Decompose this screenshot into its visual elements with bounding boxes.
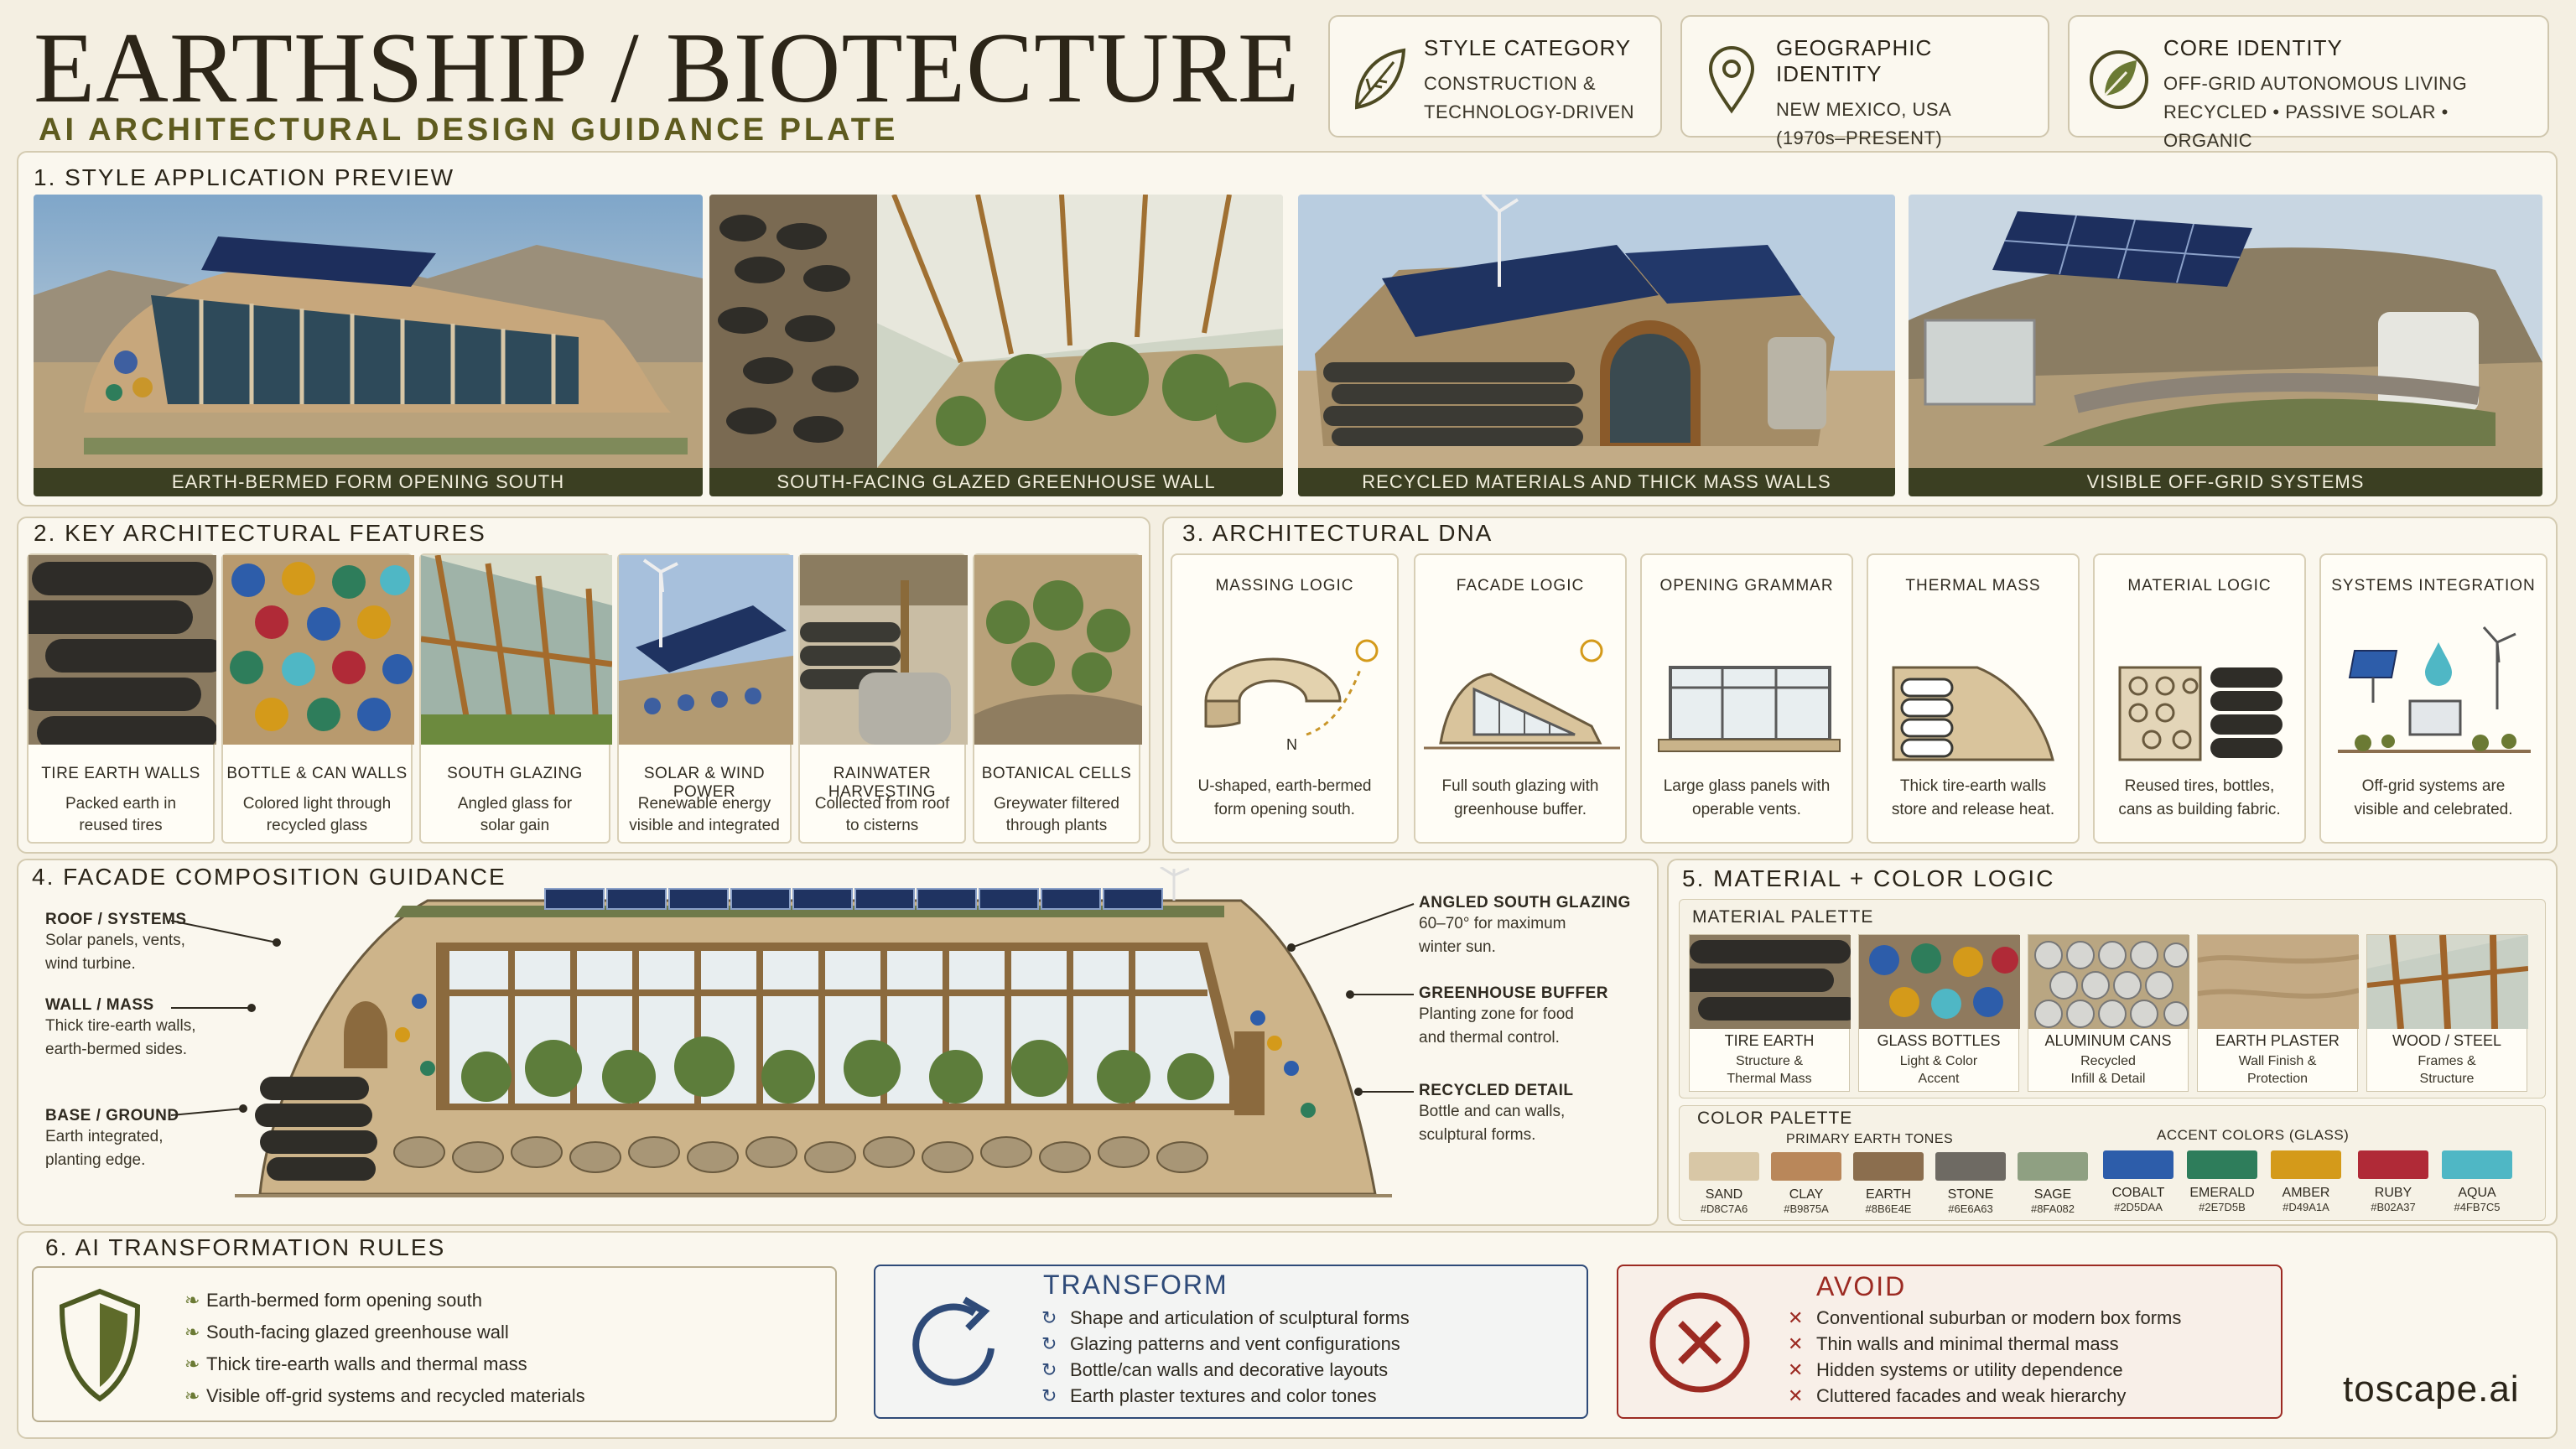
annotation-greenhouse-buffer: GREENHOUSE BUFFER Planting zone for food… bbox=[1419, 984, 1608, 1046]
avoid-rule: ✕Cluttered facades and weak hierarchy bbox=[1788, 1385, 2127, 1406]
accent-colors-title: ACCENT COLORS (GLASS) bbox=[2157, 1127, 2350, 1143]
transform-rule: ↻Bottle/can walls and decorative layouts bbox=[1041, 1359, 1389, 1380]
facade-illustration bbox=[235, 867, 1392, 1197]
transform-rule: ↻Glazing patterns and vent configuration… bbox=[1041, 1333, 1400, 1354]
leaf-badge-icon bbox=[2090, 50, 2148, 109]
swatch-sage: SAGE#8FA082 bbox=[2018, 1152, 2088, 1215]
refresh-icon bbox=[912, 1296, 995, 1386]
shield-icon bbox=[59, 1288, 141, 1402]
swatch-cobalt: COBALT#2D5DAA bbox=[2103, 1150, 2174, 1213]
rules-keep-box: ❧Earth-bermed form opening south ❧South-… bbox=[32, 1266, 837, 1422]
rules-avoid-box: AVOID ✕Conventional suburban or modern b… bbox=[1617, 1265, 2283, 1419]
swatch-amber: AMBER#D49A1A bbox=[2271, 1150, 2341, 1213]
material-earth-plaster: EARTH PLASTER Wall Finish &Protection bbox=[2197, 934, 2359, 1092]
section-title-rules: 6. AI TRANSFORMATION RULES bbox=[45, 1234, 446, 1260]
material-tire-earth: TIRE EARTH Structure &Thermal Mass bbox=[1689, 934, 1851, 1092]
section-title-preview: 1. STYLE APPLICATION PREVIEW bbox=[34, 164, 455, 190]
keep-rule: ❧Visible off-grid systems and recycled m… bbox=[184, 1385, 585, 1406]
preview-caption: RECYCLED MATERIALS AND THICK MASS WALLS bbox=[1298, 468, 1895, 496]
cross-circle-icon bbox=[1649, 1292, 1750, 1393]
swatch-stone: STONE#6E6A63 bbox=[1935, 1152, 2006, 1215]
swatch-sand: SAND#D8C7A6 bbox=[1689, 1152, 1759, 1215]
feature-bottle-can-walls: BOTTLE & CAN WALLS Colored light through… bbox=[221, 553, 414, 844]
preview-caption: VISIBLE OFF-GRID SYSTEMS bbox=[1909, 468, 2542, 496]
swatch-aqua: AQUA#4FB7C5 bbox=[2442, 1150, 2512, 1213]
dna-material-logic: MATERIAL LOGIC Reused tires, bottles,can… bbox=[2093, 553, 2306, 844]
avoid-rule: ✕Thin walls and minimal thermal mass bbox=[1788, 1333, 2119, 1354]
leader-lines-right bbox=[1287, 903, 1415, 1096]
avoid-rule: ✕Conventional suburban or modern box for… bbox=[1788, 1307, 2182, 1328]
feature-rainwater-harvesting: RAINWATER HARVESTING Collected from roof… bbox=[798, 553, 968, 844]
keep-rule: ❧Thick tire-earth walls and thermal mass bbox=[184, 1353, 527, 1374]
annotation-recycled-detail: RECYCLED DETAIL Bottle and can walls, sc… bbox=[1419, 1082, 1574, 1144]
avoid-rule: ✕Hidden systems or utility dependence bbox=[1788, 1359, 2123, 1380]
annotation-base-ground: BASE / GROUND Earth integrated, planting… bbox=[45, 1107, 179, 1169]
annotation-roof-systems: ROOF / SYSTEMS Solar panels, vents, wind… bbox=[45, 911, 187, 973]
keep-rule: ❧South-facing glazed greenhouse wall bbox=[184, 1322, 509, 1343]
preview-image-earth-bermed: EARTH-BERMED FORM OPENING SOUTH bbox=[34, 195, 703, 496]
svg-text:N: N bbox=[1286, 736, 1297, 753]
annotation-wall-mass: WALL / MASS Thick tire-earth walls, eart… bbox=[45, 996, 196, 1058]
page-title: EARTHSHIP / BIOTECTURE bbox=[34, 12, 1301, 123]
preview-image-off-grid-systems: VISIBLE OFF-GRID SYSTEMS bbox=[1909, 195, 2542, 496]
transform-rule: ↻Earth plaster textures and color tones bbox=[1041, 1385, 1377, 1406]
section-title-materials: 5. MATERIAL + COLOR LOGIC bbox=[1682, 865, 2055, 891]
preview-image-greenhouse: SOUTH-FACING GLAZED GREENHOUSE WALL bbox=[709, 195, 1283, 496]
section-title-facade: 4. FACADE COMPOSITION GUIDANCE bbox=[32, 864, 506, 890]
leaf-icon bbox=[1354, 48, 1406, 110]
swatch-ruby: RUBY#B02A37 bbox=[2358, 1150, 2428, 1213]
annotation-angled-south-glazing: ANGLED SOUTH GLAZING 60–70° for maximum … bbox=[1419, 894, 1631, 956]
primary-tones-title: PRIMARY EARTH TONES bbox=[1786, 1132, 1954, 1146]
color-palette-title: COLOR PALETTE bbox=[1697, 1109, 1853, 1128]
info-card-style-category: STYLE CATEGORY CONSTRUCTION & TECHNOLOGY… bbox=[1328, 15, 1662, 138]
material-palette-title: MATERIAL PALETTE bbox=[1692, 907, 1874, 927]
rules-transform-box: TRANSFORM ↻Shape and articulation of scu… bbox=[874, 1265, 1588, 1419]
location-pin-icon bbox=[1708, 46, 1755, 114]
keep-rule: ❧Earth-bermed form opening south bbox=[184, 1290, 482, 1311]
preview-caption: EARTH-BERMED FORM OPENING SOUTH bbox=[34, 468, 703, 496]
preview-caption: SOUTH-FACING GLAZED GREENHOUSE WALL bbox=[709, 468, 1283, 496]
dna-systems-integration: SYSTEMS INTEGRATION Off-grid systems are… bbox=[2319, 553, 2547, 844]
section-title-features: 2. KEY ARCHITECTURAL FEATURES bbox=[34, 520, 486, 546]
info-card-core-identity: CORE IDENTITY OFF-GRID AUTONOMOUS LIVING… bbox=[2068, 15, 2549, 151]
leader-lines-left bbox=[170, 920, 281, 1116]
transform-title: TRANSFORM bbox=[1043, 1270, 1228, 1300]
brand-logo-text: toscape.ai bbox=[2343, 1368, 2520, 1410]
material-wood-steel: WOOD / STEEL Frames &Structure bbox=[2366, 934, 2528, 1092]
transform-rule: ↻Shape and articulation of sculptural fo… bbox=[1041, 1307, 1410, 1328]
swatch-emerald: EMERALD#2E7D5B bbox=[2187, 1150, 2257, 1213]
swatch-earth: EARTH#8B6E4E bbox=[1853, 1152, 1924, 1215]
swatch-clay: CLAY#B9875A bbox=[1771, 1152, 1841, 1215]
preview-image-recycled-materials: RECYCLED MATERIALS AND THICK MASS WALLS bbox=[1298, 195, 1895, 496]
info-card-geographic-identity: GEOGRAPHIC IDENTITY NEW MEXICO, USA (197… bbox=[1680, 15, 2049, 148]
section-title-dna: 3. ARCHITECTURAL DNA bbox=[1182, 520, 1493, 546]
page-subtitle: AI ARCHITECTURAL DESIGN GUIDANCE PLATE bbox=[39, 112, 899, 148]
avoid-title: AVOID bbox=[1816, 1271, 1907, 1301]
